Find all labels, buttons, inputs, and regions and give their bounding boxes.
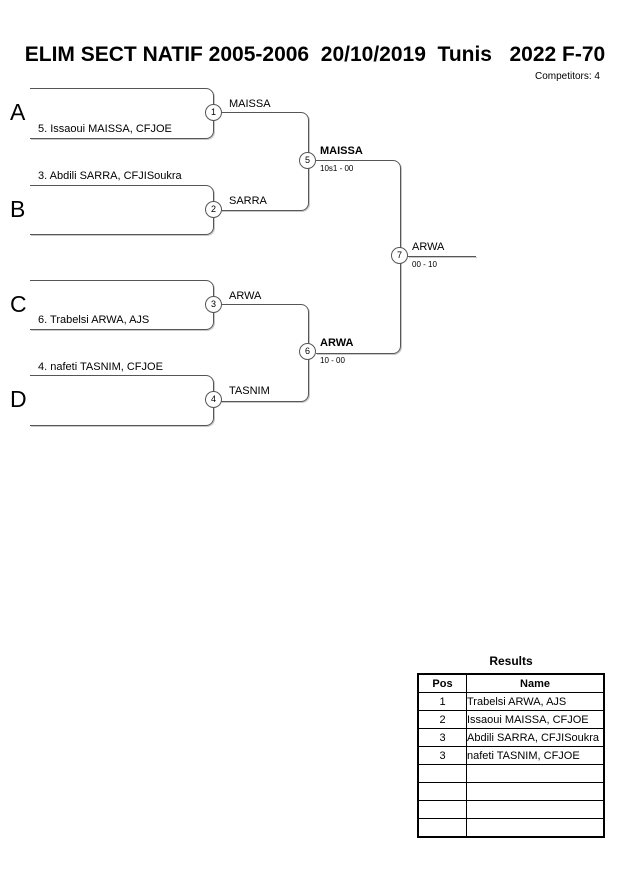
match-circle-1: 1 (205, 104, 222, 121)
winner-label-match-1: MAISSA (229, 98, 271, 110)
pos-cell (417, 764, 467, 783)
pool-letter-a: A (10, 99, 26, 125)
competitor-name-c: 6. Trabelsi ARWA, AJS (38, 314, 150, 326)
name-cell: nafeti TASNIM, CFJOE (466, 746, 605, 765)
winner-label-match-6: ARWA (320, 337, 354, 349)
name-cell: Trabelsi ARWA, AJS (466, 692, 605, 711)
name-cell (466, 800, 605, 819)
match-number: 2 (210, 204, 216, 214)
table-row-empty (417, 800, 605, 819)
match-circle-6: 6 (299, 343, 316, 360)
match-number: 3 (210, 299, 216, 309)
table-row-empty (417, 782, 605, 801)
name-cell: Abdili SARRA, CFJISoukra (466, 728, 605, 747)
match-circle-4: 4 (205, 391, 222, 408)
match-circle-7: 7 (391, 247, 408, 264)
results-header-name: Name (466, 673, 605, 693)
winner-label-match-5: MAISSA (320, 145, 363, 157)
match-circle-5: 5 (299, 152, 316, 169)
pos-cell (417, 800, 467, 819)
name-cell (466, 764, 605, 783)
page-title: ELIM SECT NATIF 2005-2006 20/10/2019 Tun… (24, 43, 606, 66)
score-label-match-6: 10 - 00 (320, 356, 345, 365)
results-title: Results (489, 654, 533, 668)
match-circle-2: 2 (205, 201, 222, 218)
final-winner-line (408, 256, 476, 257)
name-cell: Issaoui MAISSA, CFJOE (466, 710, 605, 729)
pool-bracket-d (30, 375, 214, 426)
table-row: 2 Issaoui MAISSA, CFJOE (417, 710, 605, 729)
pool-bracket-b (30, 185, 214, 235)
results-table: Pos Name 1 Trabelsi ARWA, AJS 2 Issaoui … (417, 673, 605, 838)
pool-letter-d: D (10, 386, 27, 412)
table-row-empty (417, 764, 605, 783)
competitor-name-b: 3. Abdili SARRA, CFJISoukra (38, 170, 182, 182)
winner-label-match-7: ARWA (412, 241, 445, 253)
pos-cell: 3 (417, 728, 467, 747)
name-cell (466, 818, 605, 838)
match-number: 5 (304, 155, 310, 165)
pos-cell (417, 782, 467, 801)
results-header-pos: Pos (417, 673, 467, 693)
pool-letter-c: C (10, 291, 27, 317)
winner-label-match-2: SARRA (229, 195, 267, 207)
name-cell (466, 782, 605, 801)
match-number: 1 (210, 107, 216, 117)
pos-cell (417, 818, 467, 838)
competitor-name-a: 5. Issaoui MAISSA, CFJOE (38, 123, 172, 135)
connector-final (316, 160, 401, 354)
table-row: 3 Abdili SARRA, CFJISoukra (417, 728, 605, 747)
pool-letter-b: B (10, 196, 26, 222)
pos-cell: 1 (417, 692, 467, 711)
table-row: 1 Trabelsi ARWA, AJS (417, 692, 605, 711)
winner-label-match-3: ARWA (229, 290, 262, 302)
match-circle-3: 3 (205, 296, 222, 313)
pos-cell: 2 (417, 710, 467, 729)
competitors-count: Competitors: 4 (534, 71, 600, 82)
match-number: 4 (210, 394, 216, 404)
results-header-row: Pos Name (417, 673, 605, 693)
table-row: 3 nafeti TASNIM, CFJOE (417, 746, 605, 765)
pos-cell: 3 (417, 746, 467, 765)
competitor-name-d: 4. nafeti TASNIM, CFJOE (38, 361, 163, 373)
table-row-empty (417, 818, 605, 838)
match-number: 7 (396, 250, 402, 260)
winner-label-match-4: TASNIM (229, 385, 270, 397)
score-label-match-5: 10s1 - 00 (320, 164, 354, 173)
match-number: 6 (304, 346, 310, 356)
score-label-match-7: 00 - 10 (412, 260, 437, 269)
